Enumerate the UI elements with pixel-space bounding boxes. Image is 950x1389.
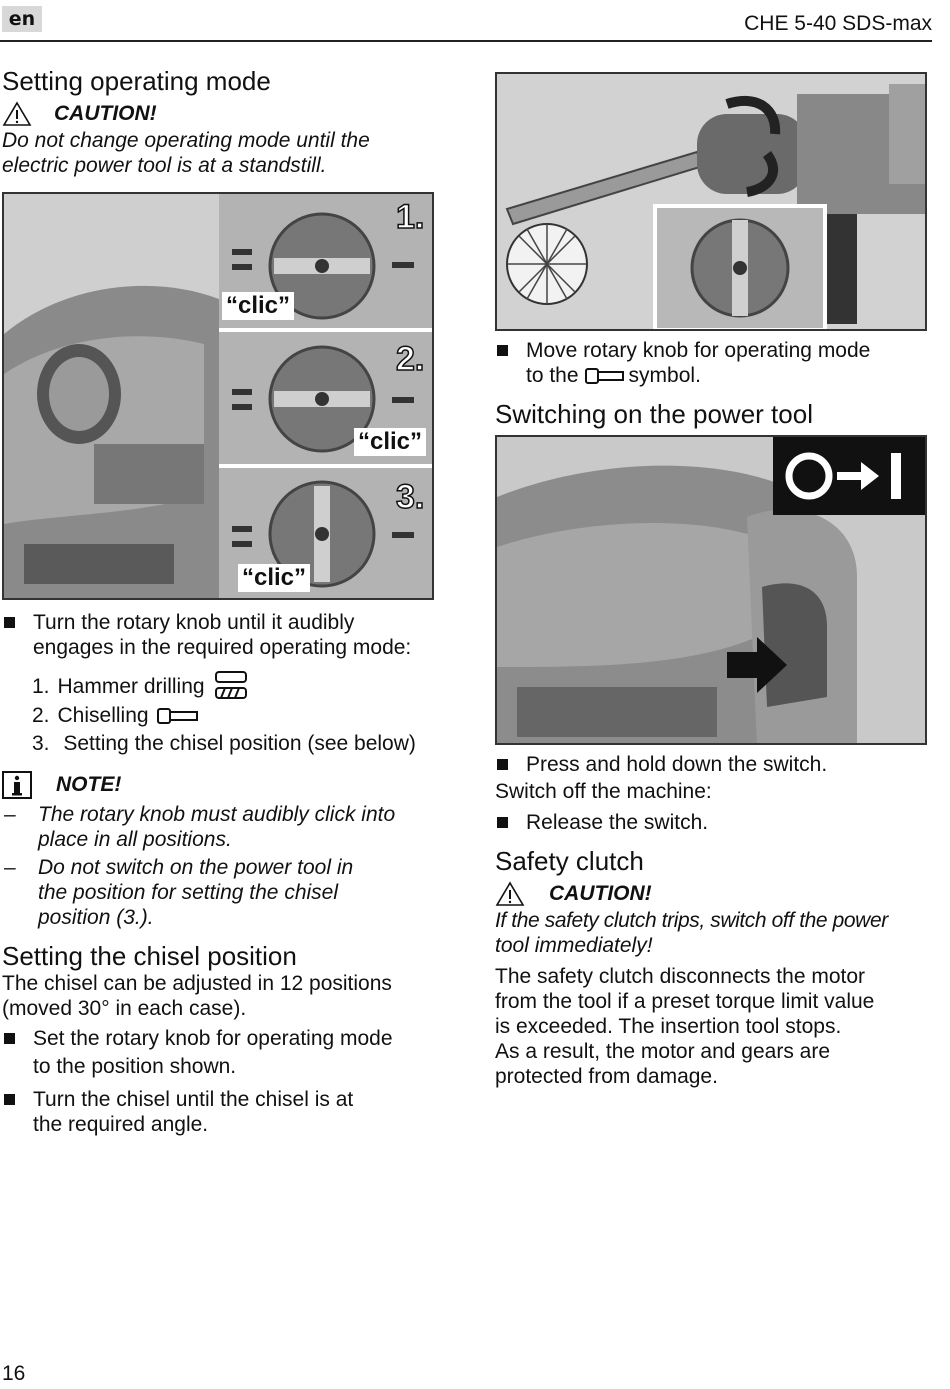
clic-label: “clic” [238,564,311,592]
mode-label: Setting the chisel position (see below) [63,732,416,755]
knob-position-2 [268,345,376,453]
note-header: NOTE! [2,771,121,799]
bullet-text-line: Release the switch. [526,811,709,834]
chisel-intro-line: (moved 30° in each case). [2,997,247,1020]
section-heading-chisel-position: Setting the chisel position [2,941,297,971]
bullet-text-line: Turn the rotary knob until it audibly [33,611,355,634]
mode-label: Chiselling [57,704,149,727]
mode-number: 3. [32,732,50,755]
switch-off-text: Switch off the machine: [495,780,712,803]
bullet-text-fragment: to the [526,364,579,387]
safety-clutch-body-line: from the tool if a preset torque limit v… [495,990,875,1013]
bullet-text-line: Turn the chisel until the chisel is at [33,1088,354,1111]
note-dash: – [4,856,16,879]
bullet-text-fragment: symbol. [628,364,701,387]
note-dash: – [4,803,16,826]
bullet-press-switch: Press and hold down the switch. [497,752,937,777]
bullet-turn-knob: Turn the rotary knob until it audibly en… [4,610,444,660]
mode-label: Hammer drilling [57,674,205,698]
info-icon [2,771,32,799]
on-off-switch-icon [785,452,901,500]
caution-label: CAUTION! [549,882,652,905]
warning-triangle-icon [495,881,525,906]
bullet-set-knob: Set the rotary knob for operating mode t… [4,1026,444,1078]
bullet-release-switch: Release the switch. [497,810,937,835]
bullet-turn-chisel: Turn the chisel until the chisel is at t… [4,1087,444,1137]
mode-number: 2. [32,704,50,727]
bullet-text-line: Set the rotary knob for operating mode [33,1027,393,1050]
note-label: NOTE! [56,773,122,796]
mode-number: 1. [32,674,50,698]
bullet-move-knob: Move rotary knob for operating mode to t… [497,338,937,388]
header-divider [0,40,932,42]
caution-text-line: Do not change operating mode until the [2,129,370,152]
hammer-drill-icon [214,671,247,699]
bullet-marker [497,759,508,770]
bullet-text-line: Move rotary knob for operating mode [526,339,871,362]
step-label-3: 3. [395,477,425,517]
mode-item-chisel-position: 3. Setting the chisel position (see belo… [32,731,416,756]
note-text-line: The rotary knob must audibly click into [38,803,396,826]
bullet-marker [497,345,508,356]
clic-label: “clic” [354,428,427,456]
chisel-intro-line: The chisel can be adjusted in 12 positio… [2,972,392,995]
note-text-line: position (3.). [38,906,154,929]
safety-clutch-body-line: is exceeded. The insertion tool stops. [495,1015,842,1038]
warning-triangle-icon [2,101,32,126]
safety-clutch-body-line: As a result, the motor and gears are [495,1040,831,1063]
mode-item-hammer-drilling: 1. Hammer drilling [32,671,249,701]
step-label-2: 2. [395,339,425,379]
note-text-line: place in all positions. [38,828,232,851]
bullet-text-line: the required angle. [33,1113,209,1136]
clic-label: “clic” [222,292,295,320]
section-heading-operating-mode: Setting operating mode [2,66,271,96]
switch-illustration [497,437,925,743]
caution-safety-clutch: CAUTION! [495,881,652,907]
rotary-knob-illustration [4,194,432,598]
section-heading-safety-clutch: Safety clutch [495,846,644,876]
chisel-rotation-illustration [497,74,925,329]
bullet-marker [4,1033,15,1044]
caution-text-line: If the safety clutch trips, switch off t… [495,909,888,932]
caution-text-line: tool immediately! [495,934,653,957]
bullet-text-line: to the position shown. [33,1055,237,1078]
caution-label: CAUTION! [54,102,157,125]
rotary-knob-figure: 1. 2. 3. “clic” “clic” “clic” [2,192,434,600]
bullet-text-line: Press and hold down the switch. [526,753,828,776]
language-badge: en [2,6,42,32]
bullet-marker [4,617,15,628]
caution-operating-mode: CAUTION! [2,101,157,127]
note-text-line: Do not switch on the power tool in [38,856,354,879]
step-label-1: 1. [395,197,425,237]
caution-text-line: electric power tool is at a standstill. [2,154,327,177]
bullet-marker [497,817,508,828]
model-name: CHE 5-40 SDS-max [744,12,932,35]
note-text-line: the position for setting the chisel [38,881,339,904]
chisel-icon [584,367,624,384]
section-heading-switching-on: Switching on the power tool [495,399,813,429]
mode-item-chiselling: 2. Chiselling [32,703,199,728]
knob-position-3 [268,480,376,588]
chisel-icon [156,707,198,724]
knob-position-1 [268,212,376,320]
page-number: 16 [2,1362,26,1385]
bullet-text-line: to the symbol. [526,363,701,388]
safety-clutch-body-line: protected from damage. [495,1065,718,1088]
chisel-rotation-figure [495,72,927,331]
safety-clutch-body-line: The safety clutch disconnects the motor [495,965,866,988]
bullet-marker [4,1094,15,1105]
switch-figure [495,435,927,745]
bullet-text-line: engages in the required operating mode: [33,636,412,659]
